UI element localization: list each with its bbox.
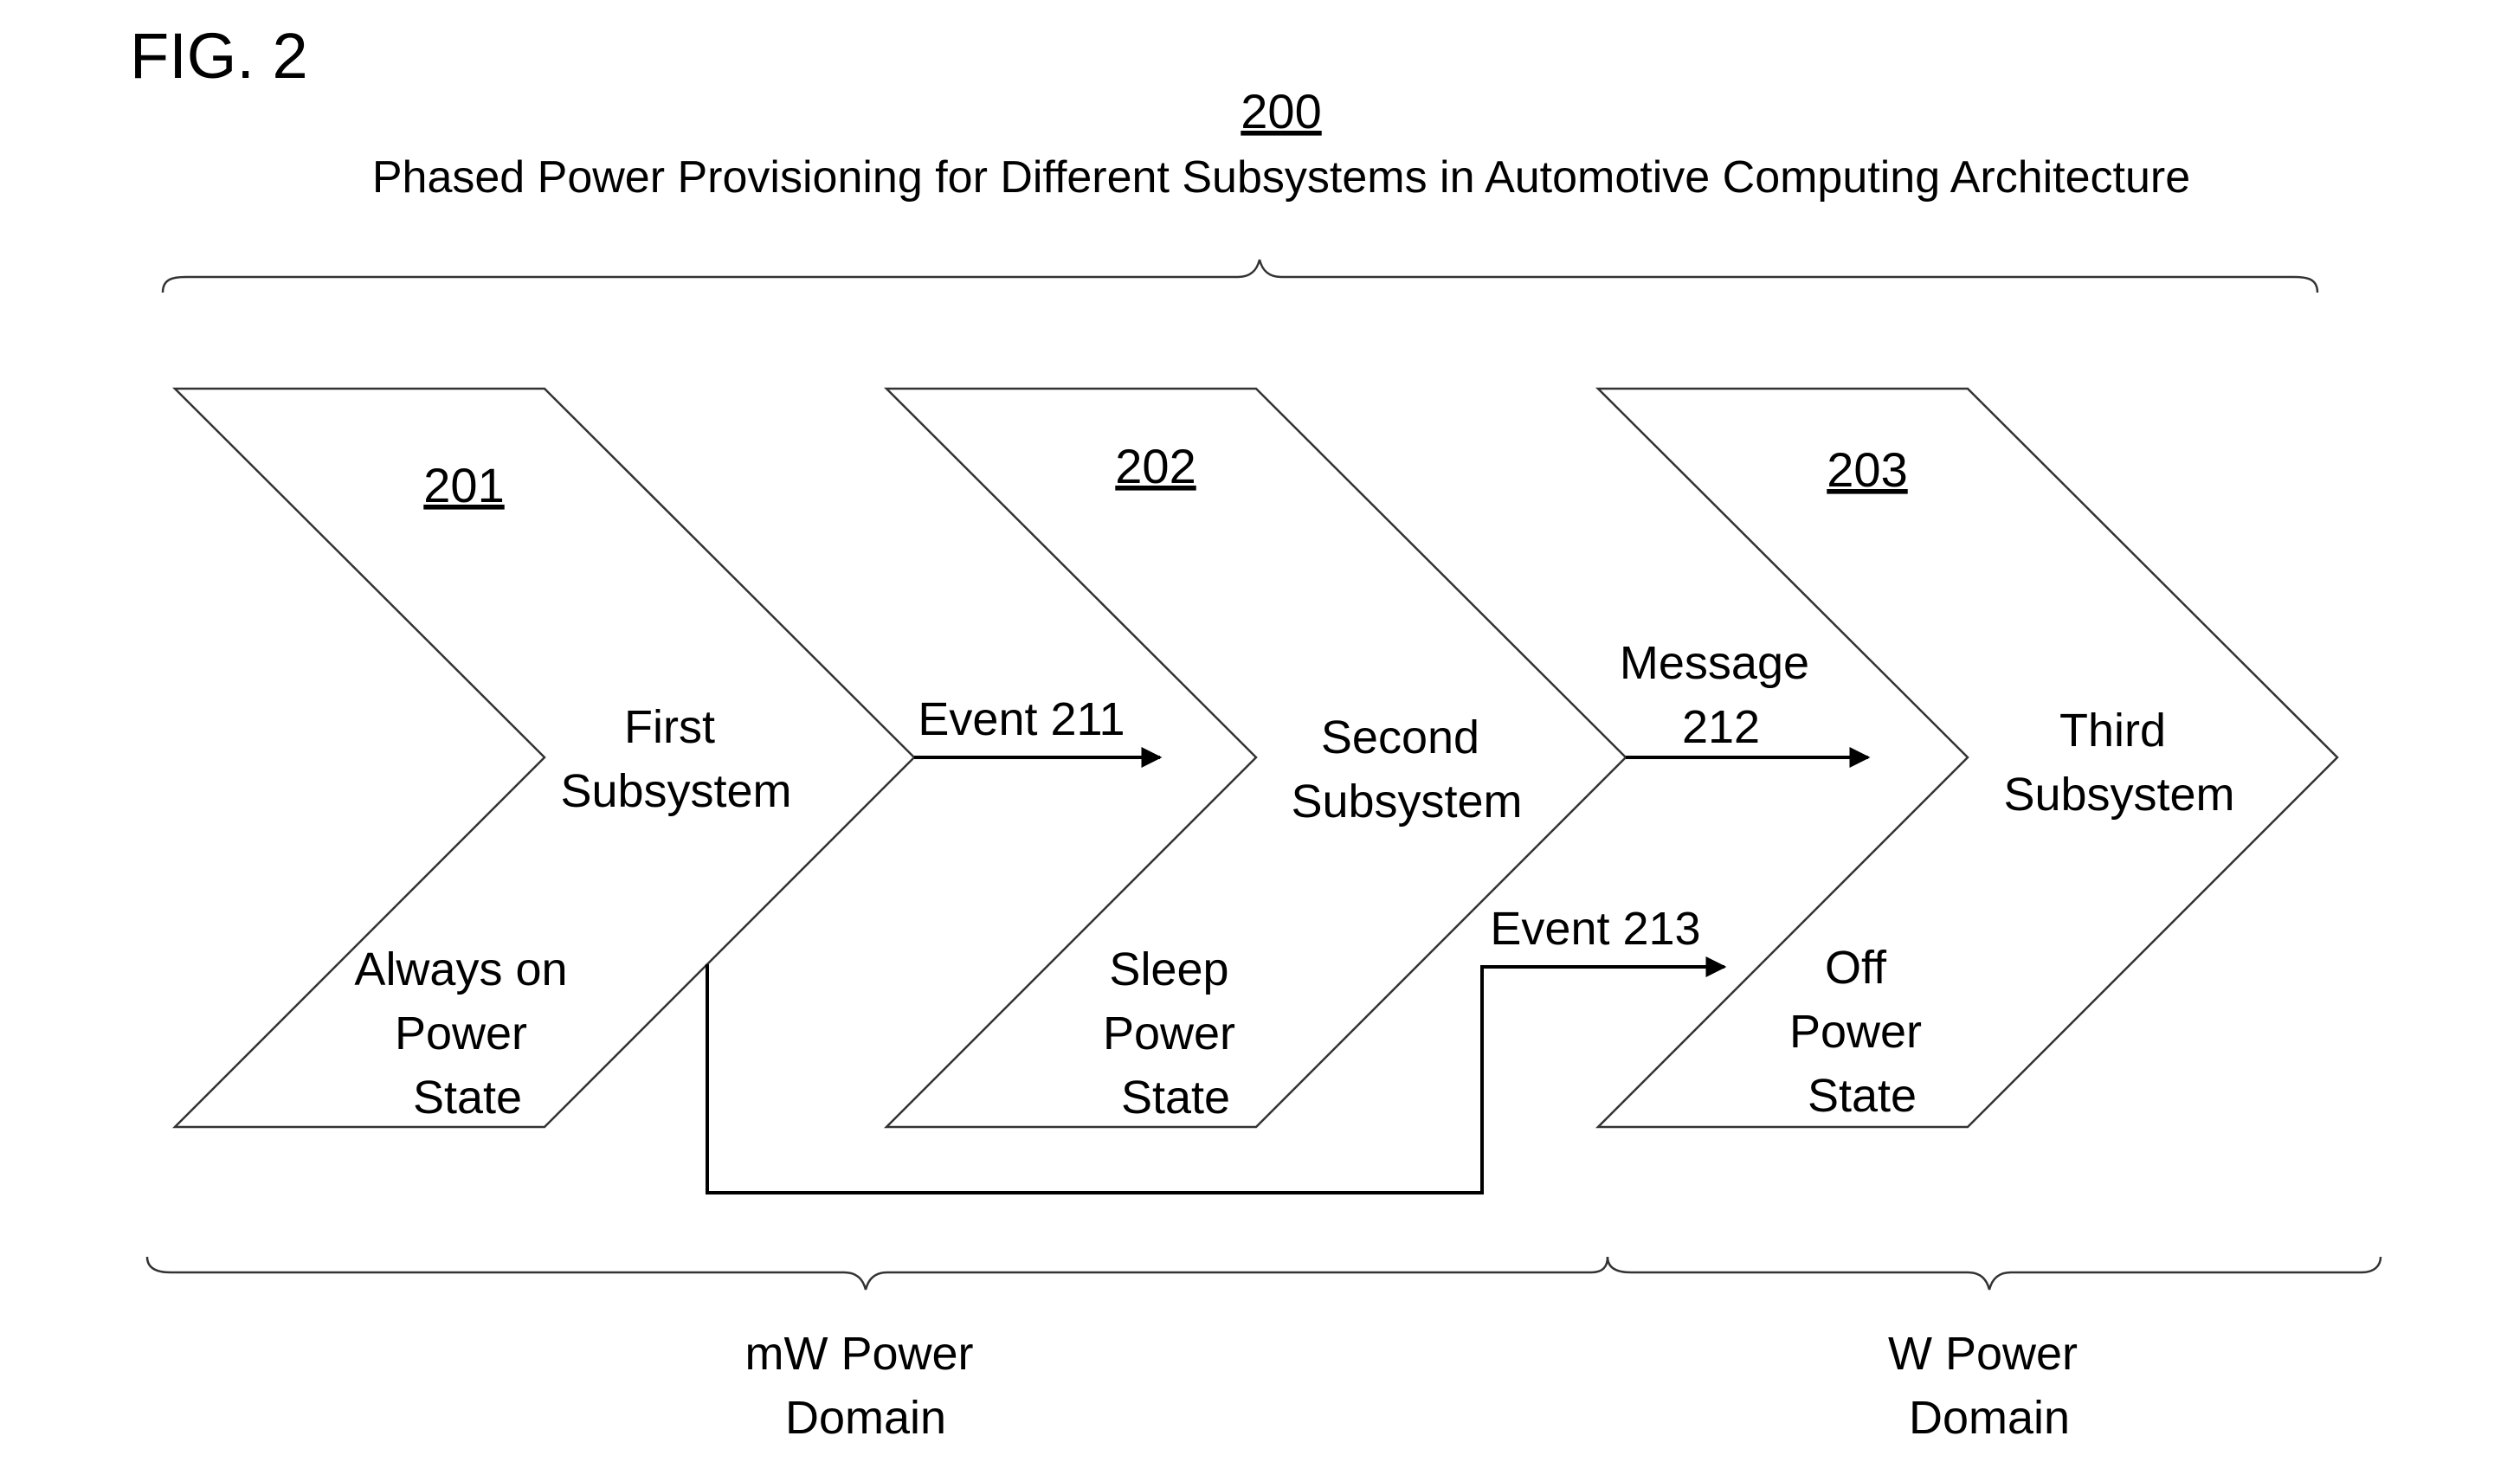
power-state-second-line2: Power (1103, 1008, 1235, 1059)
power-state-second-line1: Sleep (1109, 943, 1228, 995)
mw-power-domain-line2: Domain (785, 1392, 946, 1444)
power-state-third-line3: State (1808, 1070, 1917, 1122)
subsystem-name-first: First Subsystem (560, 701, 791, 817)
power-state-first-line2: Power (395, 1008, 527, 1059)
message-212-label: Message 212 (1620, 637, 1822, 753)
power-state-second-line3: State (1121, 1072, 1230, 1124)
chevron-third-subsystem (1595, 387, 2339, 1129)
subsystem-name-first-line1: First (624, 701, 715, 753)
event-213-arrow (706, 956, 1727, 1194)
subsystem-name-first-line2: Subsystem (560, 765, 791, 817)
mw-power-domain-label: mW Power Domain (744, 1328, 986, 1444)
figure-label: FIG. 2 (130, 20, 308, 92)
event-213-label: Event 213 (1490, 903, 1700, 955)
chevron-second-subsystem (883, 387, 1627, 1129)
event-211-label: Event 211 (918, 693, 1125, 745)
top-brace (161, 259, 2319, 293)
power-state-third: Off Power State (1789, 942, 1935, 1122)
power-state-first-line3: State (413, 1072, 522, 1124)
subsystem-name-third: Third Subsystem (2003, 705, 2234, 821)
figure-ref-number: 200 (1241, 84, 1321, 138)
subsystem-ref-203: 203 (1827, 442, 1907, 497)
mw-domain-brace (145, 1256, 1609, 1291)
mw-power-domain-line1: mW Power (744, 1328, 973, 1380)
power-state-third-line1: Off (1825, 942, 1887, 994)
w-domain-brace (1606, 1256, 2382, 1291)
w-power-domain-label: W Power Domain (1888, 1328, 2091, 1444)
power-state-first: Always on Power State (354, 943, 580, 1124)
message-212-label-line1: Message (1620, 637, 1809, 689)
power-state-first-line1: Always on (354, 943, 567, 995)
message-212-label-line2: 212 (1682, 701, 1760, 753)
chevron-first-subsystem (171, 387, 916, 1129)
subsystem-name-third-line2: Subsystem (2003, 769, 2234, 821)
subsystem-name-second: Second Subsystem (1291, 712, 1522, 827)
power-state-second: Sleep Power State (1103, 943, 1248, 1124)
subsystem-name-third-line1: Third (2059, 705, 2166, 757)
w-power-domain-line1: W Power (1888, 1328, 2078, 1380)
power-state-third-line2: Power (1789, 1006, 1922, 1058)
subsystem-ref-202: 202 (1115, 439, 1196, 493)
subsystem-ref-201: 201 (423, 458, 504, 512)
figure-title: Phased Power Provisioning for Different … (372, 152, 2190, 203)
subsystem-name-second-line2: Subsystem (1291, 776, 1522, 827)
subsystem-name-second-line1: Second (1321, 712, 1479, 763)
w-power-domain-line2: Domain (1909, 1392, 2070, 1444)
